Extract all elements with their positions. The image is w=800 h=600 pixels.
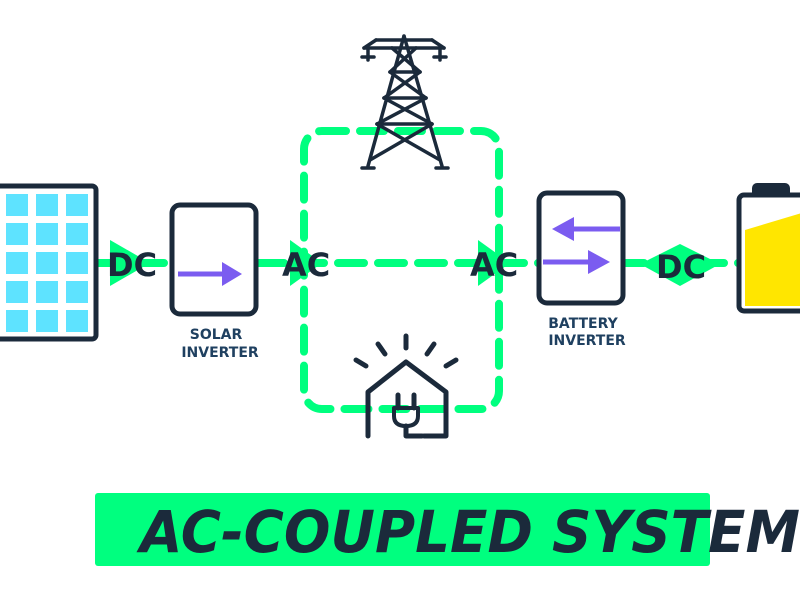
flow-arrow-ac-right [478,240,510,286]
page-title: AC-COUPLED SYSTEM [136,498,800,566]
flow-label-dc-left: DC [107,246,157,284]
flow-diamond-dc-right [640,244,720,286]
battery-inverter-label-line2: INVERTER [548,333,626,349]
flow-label-ac-right: AC [470,246,518,284]
title-banner [95,493,710,566]
solar-inverter-icon [169,202,259,317]
flow-arrow-ac-left [290,240,322,286]
solar-inverter-label-line1: SOLAR [190,327,243,343]
solar-panel-icon [0,183,99,342]
battery-icon [736,183,800,314]
house-plug-icon [353,333,459,439]
flow-label-ac-left: AC [282,246,330,284]
flow-arrow-dc-left [110,240,150,286]
solar-inverter-label-line2: INVERTER [181,345,259,361]
flow-label-dc-right: DC [656,248,706,286]
battery-inverter-icon [536,190,626,306]
battery-inverter-label-line1: BATTERY [548,316,618,332]
transmission-tower-icon [360,34,450,170]
